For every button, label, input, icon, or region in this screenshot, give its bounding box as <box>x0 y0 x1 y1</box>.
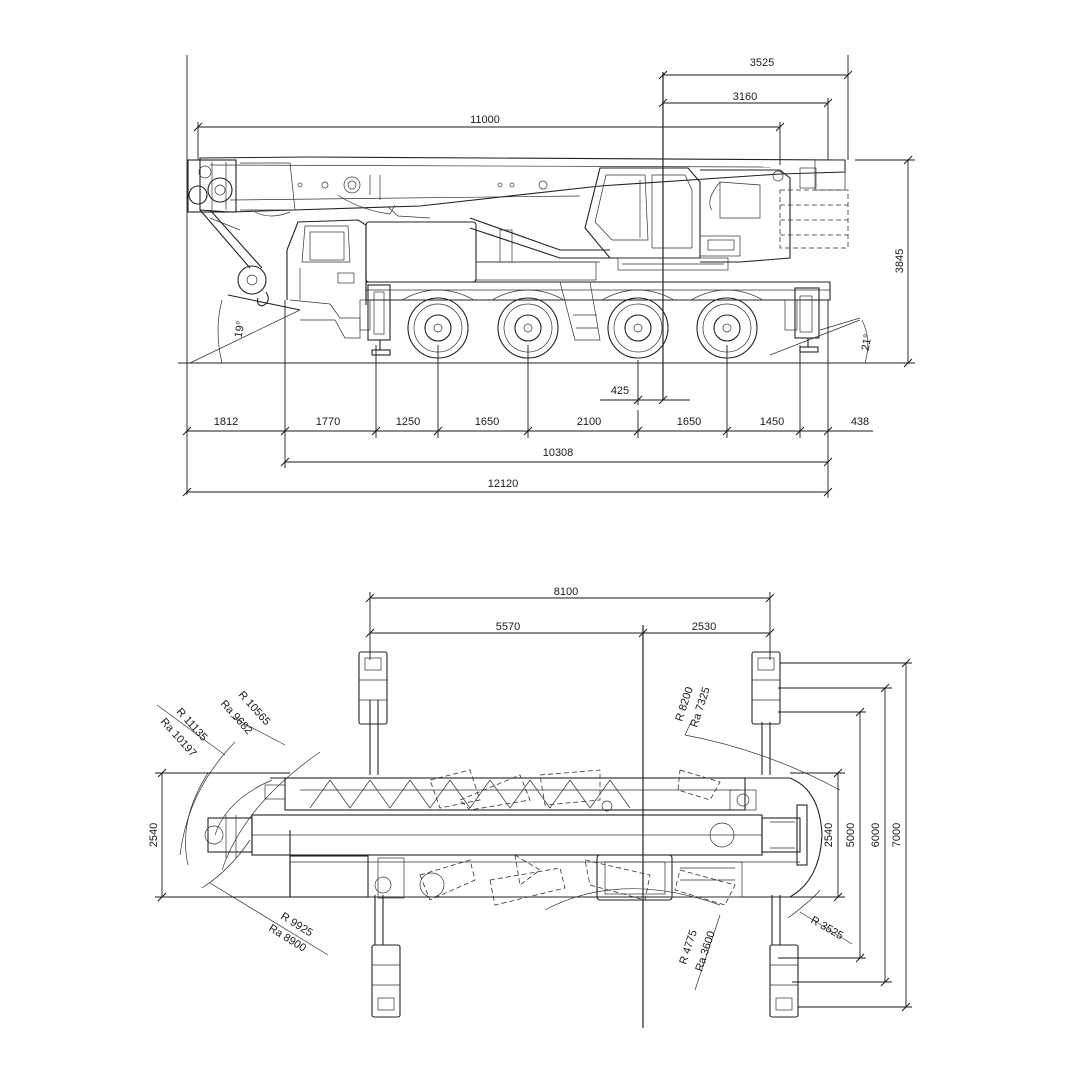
boom-top <box>204 814 801 858</box>
carrier-cab <box>286 219 367 339</box>
dim-12120: 12120 <box>182 478 833 497</box>
dim-425-label: 425 <box>611 385 629 397</box>
dim-3160: 3160 <box>658 91 833 160</box>
seg-label-2: 1770 <box>316 416 340 428</box>
radius-r-3525: R 3525 <box>809 914 846 942</box>
dim-11000-label: 11000 <box>470 114 500 126</box>
hook <box>199 209 269 307</box>
dim-3525-label: 3525 <box>750 57 774 69</box>
dim-left-2540-label: 2540 <box>148 823 160 847</box>
seg-label-6: 1650 <box>677 416 701 428</box>
dim-3845-label: 3845 <box>894 249 906 273</box>
boom-head <box>187 159 296 217</box>
boom <box>199 156 846 219</box>
radius-labels: R 10565 Ra 9682 R 11135 Ra 10197 R 9925 … <box>158 685 845 972</box>
rear-angle-label: 21° <box>860 333 875 351</box>
carrier-chassis <box>270 777 823 899</box>
seg-label-1: 1812 <box>214 416 238 428</box>
dim-3845: 3845 <box>855 155 915 368</box>
dim-8100-label: 8100 <box>554 586 578 598</box>
dim-10308: 10308 <box>280 447 833 467</box>
dim-11000: 11000 <box>193 114 785 165</box>
seg-label-4: 1650 <box>475 416 499 428</box>
carrier-body <box>365 221 831 341</box>
rear-angle: 21° <box>769 317 875 364</box>
dim-12120-label: 12120 <box>488 478 519 490</box>
dim-left-2540: 2540 <box>148 768 290 902</box>
dim-3160-label: 3160 <box>733 91 757 103</box>
dim-right-2540-label: 2540 <box>823 823 835 847</box>
dashed-swing-parts <box>419 769 736 906</box>
outrigger-front-upper <box>358 651 388 775</box>
seg-label-5: 2100 <box>577 416 601 428</box>
outrigger-front-lower <box>371 895 401 1018</box>
dim-7000-label: 7000 <box>891 823 903 847</box>
dim-5000-label: 5000 <box>845 823 857 847</box>
seg-label-3: 1250 <box>396 416 420 428</box>
swing-radius-arcs <box>156 704 853 991</box>
front-angle-label: 19° <box>233 320 248 338</box>
dim-10308-label: 10308 <box>543 447 574 459</box>
jib-lattice <box>264 777 757 812</box>
front-outrigger <box>359 284 391 356</box>
front-angle: 19° <box>189 294 301 364</box>
operator-cab-top <box>596 854 743 901</box>
dim-5570-label: 5570 <box>496 621 520 633</box>
seg-label-8: 438 <box>851 416 869 428</box>
outrigger-rear-lower <box>769 895 799 1018</box>
axle-3 <box>601 289 675 359</box>
outrigger-rear-upper <box>751 651 781 775</box>
side-view: 3525 3160 11000 3845 <box>178 55 915 498</box>
dim-6000-label: 6000 <box>870 823 882 847</box>
dim-3525: 3525 <box>186 55 853 495</box>
top-view: 8100 5570 2530 <box>148 586 912 1028</box>
dim-segments: 1812 1770 1250 1650 2100 1650 1450 438 <box>182 300 873 498</box>
dim-425: 425 <box>600 360 690 405</box>
seg-label-7: 1450 <box>760 416 784 428</box>
dim-5570-2530: 5570 2530 <box>365 621 775 638</box>
dim-8100: 8100 <box>365 586 775 660</box>
dim-2530-label: 2530 <box>692 621 716 633</box>
superstructure <box>469 159 849 271</box>
dim-right-widths: 2540 5000 6000 7000 <box>778 658 912 1012</box>
